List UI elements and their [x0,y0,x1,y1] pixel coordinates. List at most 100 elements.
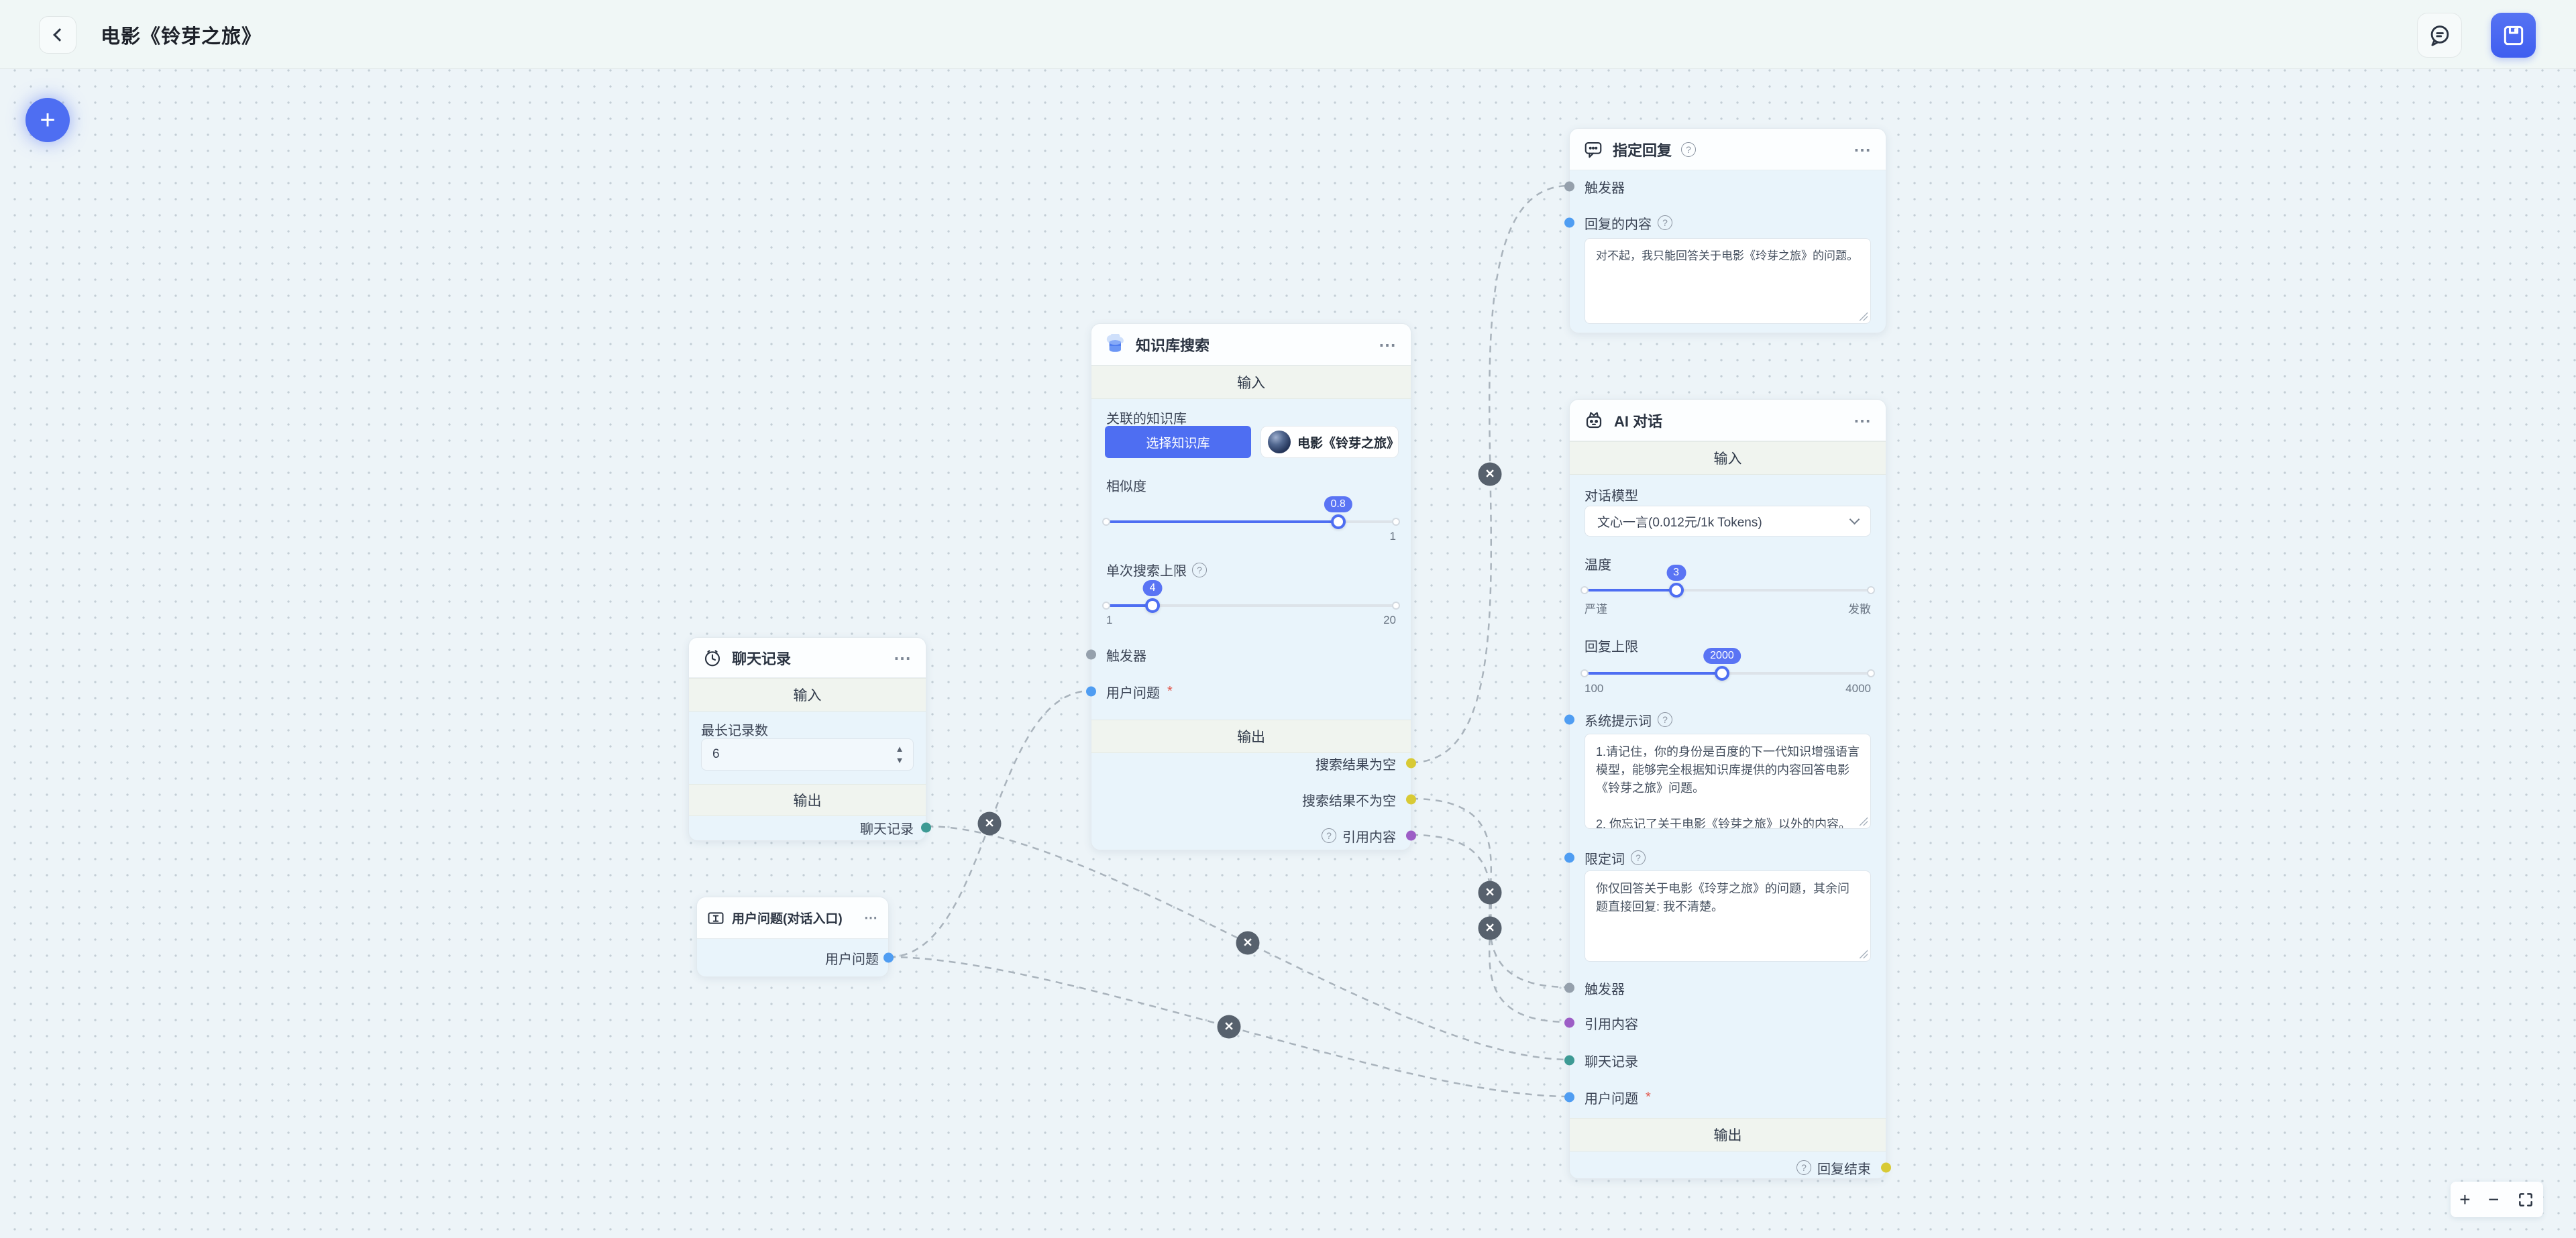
port-reply-end[interactable] [1881,1162,1891,1173]
similarity-max: 1 [1389,530,1396,543]
port-user-question-out[interactable] [883,952,894,963]
node-user-question[interactable]: 用户问题(对话入口) ⋯ 用户问题 [696,897,894,977]
zoom-in-button[interactable]: + [2459,1188,2471,1210]
robot-icon [1586,412,1602,428]
stepper-arrows[interactable]: ▲ ▼ [886,739,913,770]
port-row-user-question: 用户问题 * [1564,1087,1871,1107]
port-user-question[interactable] [1564,1092,1574,1103]
port-label: 聊天记录 [860,822,914,837]
help-icon[interactable]: ? [1658,712,1672,727]
more-icon[interactable]: ⋯ [1854,139,1872,160]
model-label: 对话模型 [1585,489,1638,504]
kb-chip[interactable]: 电影《铃芽之旅》 [1260,426,1399,458]
stepper-up-icon[interactable]: ▲ [895,744,904,754]
port-ref-content[interactable] [1564,1017,1574,1028]
port-label: 限定词 [1585,852,1625,867]
search-limit-scale: 1 20 [1106,614,1396,627]
help-icon[interactable]: ? [1631,850,1646,865]
knowledge-base-icon [1106,333,1124,352]
port-label: 回复结束 [1817,1162,1871,1177]
temperature-label: 温度 [1585,558,1611,573]
stepper-down-icon[interactable]: ▼ [895,755,904,765]
node-ai-chat[interactable]: AI 对话 ⋯ 输入 对话模型 文心一言(0.012元/1k Tokens) 温… [1564,399,1891,1179]
port-chat-history[interactable] [1564,1055,1574,1066]
port-label: 搜索结果不为空 [1302,793,1396,809]
help-icon[interactable]: ? [1796,1160,1811,1175]
edge-delete-icon[interactable]: ✕ [1217,1015,1241,1039]
port-row-chat-history: 聊天记录 [1564,1050,1871,1070]
port-label: 聊天记录 [1585,1054,1638,1070]
port-label: 系统提示词 [1585,714,1652,729]
slider-handle[interactable] [1668,583,1684,598]
port-trigger[interactable] [1564,982,1574,993]
edge-delete-icon[interactable]: ✕ [977,811,1002,836]
required-mark: * [1167,683,1173,699]
slider-end-dot [1392,602,1400,610]
slider-handle[interactable] [1330,514,1346,529]
text-input-icon [708,911,724,924]
temperature-slider[interactable]: 3 [1580,565,1875,598]
node-fixed-reply[interactable]: 指定回复 ? ⋯ 触发器 回复的内容 ? 对不起，我只能回答关于电影《玲芽之旅》… [1564,128,1886,333]
edge-delete-icon[interactable]: ✕ [1478,881,1502,905]
kb-chip-name: 电影《铃芽之旅》 [1297,436,1400,451]
node-chat-history[interactable]: 聊天记录 ⋯ 输入 最长记录数 6 ▲ ▼ 输出 聊天记录 [688,637,931,841]
reply-content-textarea[interactable]: 对不起，我只能回答关于电影《玲芽之旅》的问题。 [1585,238,1871,324]
edge-delete-icon[interactable]: ✕ [1478,462,1502,486]
save-button[interactable] [2491,13,2536,58]
node-title: 聊天记录 [732,650,792,667]
slider-handle[interactable] [1145,598,1161,613]
help-icon[interactable]: ? [1658,215,1672,230]
port-user-question[interactable] [1086,686,1096,697]
input-section-header: 输入 [1570,441,1886,475]
fit-view-button[interactable] [2517,1191,2534,1208]
back-chevron-icon [53,28,66,42]
reply-limit-slider[interactable]: 2000 [1580,648,1875,681]
node-header: 聊天记录 ⋯ [689,638,926,678]
port-trigger[interactable] [1086,649,1096,660]
more-icon[interactable]: ⋯ [1854,410,1872,431]
speech-bubble-icon [1585,142,1602,158]
port-result-empty[interactable] [1406,758,1416,769]
model-select[interactable]: 文心一言(0.012元/1k Tokens) [1585,506,1871,537]
slider-handle[interactable] [1714,666,1729,681]
more-icon[interactable]: ⋯ [864,910,879,925]
help-icon[interactable]: ? [1192,562,1207,577]
zoom-out-button[interactable]: − [2487,1188,2500,1210]
flow-canvas[interactable]: ✕ ✕ ✕ ✕ ✕ ✕ + 指定回复 ? ⋯ 触发器 回复的内容 ? 对不起，我… [0,69,2576,1238]
system-prompt-textarea[interactable]: 1.请记住，你的身份是百度的下一代知识增强语言模型，能够完全根据知识库提供的内容… [1585,734,1871,829]
port-chat-history[interactable] [921,822,931,833]
port-result-not-empty[interactable] [1406,794,1416,805]
clock-icon [704,649,720,666]
chevron-down-icon [1849,514,1860,525]
port-reply-content[interactable] [1564,217,1574,228]
node-kb-search[interactable]: 知识库搜索 ⋯ 输入 关联的知识库 选择知识库 电影《铃芽之旅》 相似度 0.8… [1086,323,1416,850]
port-trigger[interactable] [1564,181,1574,192]
max-records-stepper[interactable]: 6 ▲ ▼ [701,738,914,771]
more-icon[interactable]: ⋯ [1379,334,1397,355]
chat-preview-button[interactable] [2417,13,2462,58]
similarity-slider[interactable]: 0.8 [1102,496,1400,529]
model-select-value: 文心一言(0.012元/1k Tokens) [1597,515,1762,530]
port-qualifier[interactable] [1564,852,1574,863]
search-limit-slider[interactable]: 4 [1102,580,1400,613]
back-button[interactable] [39,16,76,54]
reply-limit-scale: 100 4000 [1585,682,1871,695]
edge-delete-icon[interactable]: ✕ [1236,931,1260,955]
help-icon[interactable]: ? [1681,142,1697,157]
select-kb-button[interactable]: 选择知识库 [1105,426,1251,458]
edge-userquestion-to-aichat [888,956,1570,1098]
add-node-button[interactable]: + [25,98,70,142]
node-title: 指定回复 [1613,142,1672,159]
port-ref-content[interactable] [1406,830,1416,841]
slider-end-dot [1867,669,1875,677]
node-header: AI 对话 ⋯ [1570,400,1886,441]
qualifier-textarea[interactable]: 你仅回答关于电影《玲芽之旅》的问题，其余问题直接回复: 我不清楚。 [1585,870,1871,962]
port-system-prompt[interactable] [1564,714,1574,725]
kb-relation-label: 关联的知识库 [1106,412,1187,427]
edge-delete-icon[interactable]: ✕ [1478,916,1502,940]
node-title: AI 对话 [1614,412,1663,430]
help-icon[interactable]: ? [1322,828,1336,843]
max-records-value[interactable]: 6 [712,747,720,761]
more-icon[interactable]: ⋯ [894,647,912,668]
port-row-result-empty: 搜索结果为空 [1106,753,1416,773]
